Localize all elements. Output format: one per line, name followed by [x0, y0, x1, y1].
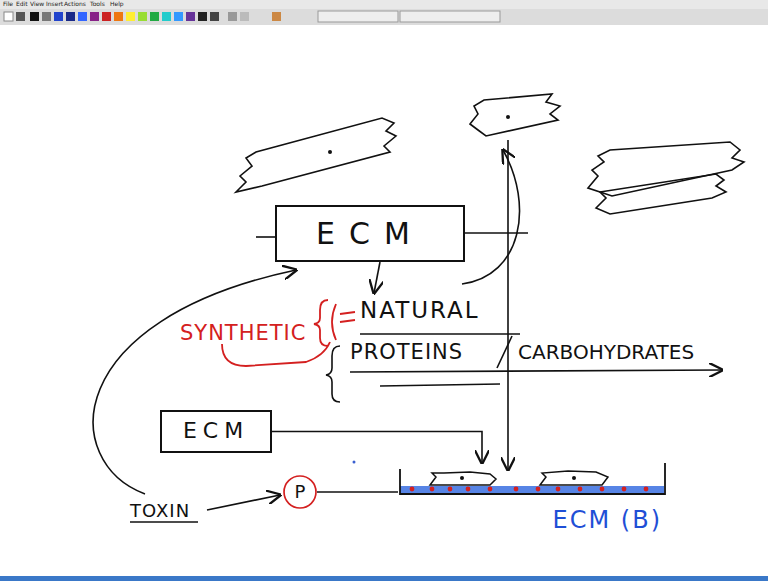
cell-sketch — [540, 471, 608, 485]
red-curve — [222, 342, 330, 366]
menu-item: Edit — [16, 1, 28, 8]
long-arrow — [507, 140, 509, 470]
stub-line — [465, 232, 528, 234]
red-brace — [314, 300, 328, 346]
cell-sketch — [236, 118, 396, 192]
node-text: ECM — [316, 217, 424, 250]
menu-item: Help — [110, 1, 124, 8]
red-paren — [332, 304, 336, 340]
slash — [497, 336, 512, 368]
culture-dish: ECM (B) — [398, 463, 668, 535]
ecm-dot — [600, 487, 605, 492]
dish-wall — [400, 463, 665, 494]
ecm-dot — [488, 487, 493, 492]
underline — [130, 521, 198, 522]
down-arrow — [374, 262, 380, 293]
toxin-arrow — [207, 495, 280, 510]
menu-item: Actions — [64, 1, 86, 8]
proteins-label: PROTEINS — [350, 341, 463, 364]
node-text: ECM (B) — [553, 507, 662, 533]
protein-circle: P — [283, 475, 317, 509]
cell-nucleus — [460, 476, 464, 480]
stub-line — [256, 236, 275, 238]
black-brace — [326, 346, 340, 402]
ecm-dot — [556, 487, 561, 492]
menu-item: View — [30, 1, 44, 8]
ecm-box: ECM — [160, 410, 272, 453]
dot — [353, 461, 356, 464]
cell-sketch — [430, 472, 496, 485]
toxin-arrow — [93, 270, 296, 494]
status-strip — [0, 576, 768, 581]
menu-item: File — [3, 1, 13, 8]
ecm-dot — [514, 487, 519, 492]
ecm-dot — [410, 487, 415, 492]
tool-bar — [0, 9, 768, 25]
cell-nucleus — [328, 150, 332, 154]
underline — [380, 384, 500, 386]
menu-item: Insert — [46, 1, 63, 8]
circle-outline — [284, 476, 316, 508]
cell-nucleus — [506, 115, 510, 119]
cell-sketch — [470, 94, 560, 136]
cell-sketch — [596, 174, 726, 214]
cell-nucleus — [572, 476, 576, 480]
ecm-box: ECM — [275, 205, 465, 262]
menu-bar — [0, 0, 768, 9]
curved-arrow — [462, 150, 520, 284]
ecm-dot — [644, 487, 649, 492]
tool-swatches — [4, 11, 500, 22]
ecm-layer — [400, 486, 664, 493]
ecm-dot — [430, 487, 435, 492]
red-equals — [340, 312, 355, 322]
ecm-dot — [448, 487, 453, 492]
connector — [317, 491, 398, 493]
ecm-dot — [622, 487, 627, 492]
menu-item: Tools — [90, 1, 105, 8]
ecm-dot — [578, 487, 583, 492]
connector — [272, 432, 482, 464]
underline-arrow — [350, 370, 722, 372]
synthetic-label: SYNTHETIC — [180, 322, 306, 345]
ecm-dot — [466, 487, 471, 492]
node-text: P — [295, 482, 306, 502]
carbohydrates-label: CARBOHYDRATES — [518, 341, 694, 363]
underline — [360, 333, 520, 335]
node-text: ECM — [183, 419, 249, 443]
toxin-label: TOXIN — [130, 501, 190, 521]
ecm-dot — [536, 487, 541, 492]
natural-label: NATURAL — [360, 298, 480, 323]
